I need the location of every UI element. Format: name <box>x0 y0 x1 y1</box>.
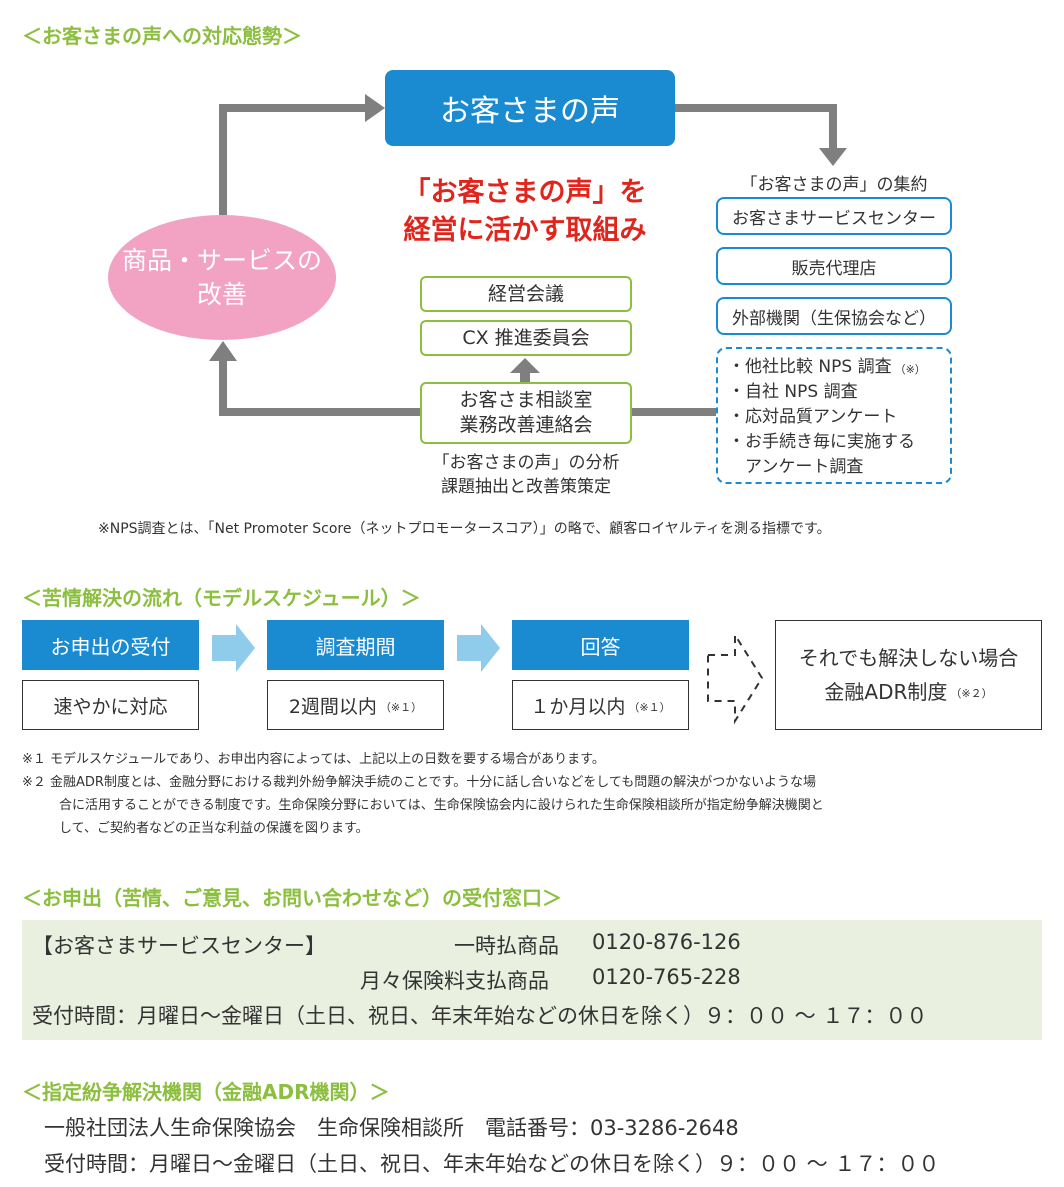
monthly-phone: 0120-765-228 <box>592 965 741 989</box>
collection-label: 「お客さまの声」の集約 <box>740 175 928 195</box>
tagline-line-1: 「お客さまの声」を <box>403 177 647 208</box>
service-center-hours: 受付時間：月曜日～金曜日（土日、祝日、年末年始などの休日を除く）９：００ ～ １… <box>32 1004 928 1028</box>
flow-arrow-1 <box>212 624 255 672</box>
unresolved-line-2: 金融ADR制度（※２） <box>824 680 993 704</box>
flow-note-1: ※１ モデルスケジュールであり、お申出内容によっては、上記以上の日数を要する場合… <box>22 752 605 767</box>
arrowhead-to-collection <box>819 148 847 166</box>
collect-item-agency: 販売代理店 <box>716 247 952 285</box>
flow-sub-investigation: 2週間以内（※１） <box>267 680 444 730</box>
unresolved-box: それでも解決しない場合 金融ADR制度（※２） <box>775 620 1042 730</box>
lump-sum-label: 一時払商品 <box>454 934 559 958</box>
improvement-ellipse: 商品・サービスの 改善 <box>108 215 336 340</box>
section-title-response-system: ＜お客さまの声への対応態勢＞ <box>22 24 302 48</box>
survey-list-box: ・他社比較 NPS 調査（※） ・自社 NPS 調査 ・応対品質アンケート ・お… <box>716 347 952 484</box>
adr-organization: 一般社団法人生命保険協会 生命保険相談所 電話番号：03-3286-2648 <box>44 1116 739 1140</box>
analysis-line-1: 「お客さまの声」の分析 <box>432 453 620 473</box>
survey-item-procedure: ・お手続き毎に実施する <box>728 432 915 452</box>
service-center-name: 【お客さまサービスセンター】 <box>32 934 326 958</box>
survey-item-procedure-continued: アンケート調査 <box>745 457 864 477</box>
survey-item-competitor-nps: ・他社比較 NPS 調査（※） <box>728 357 926 377</box>
arrowhead-to-improvement <box>209 341 237 361</box>
flow-sub-answer: １か月以内（※１） <box>512 680 689 730</box>
flow-note-2-line-3: して、ご契約者などの正当な利益の保護を図ります。 <box>59 821 369 836</box>
consultation-line-1: お客さま相談室 <box>459 389 593 411</box>
contact-panel: 【お客さまサービスセンター】 一時払商品 0120-876-126 月々保険料支… <box>22 920 1042 1040</box>
analysis-line-2: 課題抽出と改善策策定 <box>441 477 611 497</box>
improvement-line-2: 改善 <box>196 279 247 309</box>
monthly-label: 月々保険料支払商品 <box>360 969 549 993</box>
collect-item-service-center: お客さまサービスセンター <box>716 197 952 235</box>
flow-step-answer: 回答 <box>512 620 689 670</box>
adr-hours: 受付時間：月曜日～金曜日（土日、祝日、年末年始などの休日を除く）９：００ ～ １… <box>44 1152 940 1176</box>
arrow-to-voice <box>219 104 368 215</box>
survey-item-own-nps: ・自社 NPS 調査 <box>728 382 858 402</box>
collect-item-external: 外部機関（生保協会など） <box>716 297 952 335</box>
nps-footnote: ※NPS調査とは、「Net Promoter Score（ネットプロモータースコ… <box>98 521 831 537</box>
survey-item-note-marker: （※） <box>894 363 926 376</box>
flow-arrow-dashed <box>707 631 764 725</box>
section-title-contact-window: ＜お申出（苦情、ご意見、お問い合わせなど）の受付窓口＞ <box>22 886 562 910</box>
consultation-box: お客さま相談室 業務改善連絡会 <box>420 382 632 444</box>
lump-sum-phone: 0120-876-126 <box>592 930 741 954</box>
initiative-tagline: 「お客さまの声」を 経営に活かす取組み <box>370 174 680 250</box>
arrowhead-to-voice <box>365 94 385 122</box>
analysis-caption: 「お客さまの声」の分析 課題抽出と改善策策定 <box>400 451 652 499</box>
consultation-line-2: 業務改善連絡会 <box>459 414 593 436</box>
arrow-to-collection <box>675 104 837 150</box>
unresolved-line-1: それでも解決しない場合 <box>798 646 1019 670</box>
arrowhead-to-committee <box>510 358 540 373</box>
flow-note-2-line-1: ※２ 金融ADR制度とは、金融分野における裁判外紛争解決手続のことです。十分に話… <box>22 775 816 790</box>
survey-item-quality: ・応対品質アンケート <box>728 407 898 427</box>
flow-step-receipt: お申出の受付 <box>22 620 199 670</box>
customer-voice-box: お客さまの声 <box>385 70 675 146</box>
flow-note-2-line-2: 合に活用することができる制度です。生命保険分野においては、生命保険協会内に設けら… <box>59 798 824 813</box>
flow-arrows <box>212 624 764 725</box>
flow-arrow-2 <box>457 624 500 672</box>
flow-sub-receipt: 速やかに対応 <box>22 680 199 730</box>
section-title-adr-body: ＜指定紛争解決機関（金融ADR機関）＞ <box>22 1080 390 1104</box>
flow-step-investigation: 調査期間 <box>267 620 444 670</box>
section-title-complaint-flow: ＜苦情解決の流れ（モデルスケジュール）＞ <box>22 586 421 610</box>
arrow-shaft-to-committee <box>520 372 530 386</box>
improvement-line-1: 商品・サービスの <box>121 245 322 275</box>
meeting-management: 経営会議 <box>420 276 632 312</box>
tagline-line-2: 経営に活かす取組み <box>403 215 647 246</box>
meeting-cx-committee: CX 推進委員会 <box>420 320 632 356</box>
